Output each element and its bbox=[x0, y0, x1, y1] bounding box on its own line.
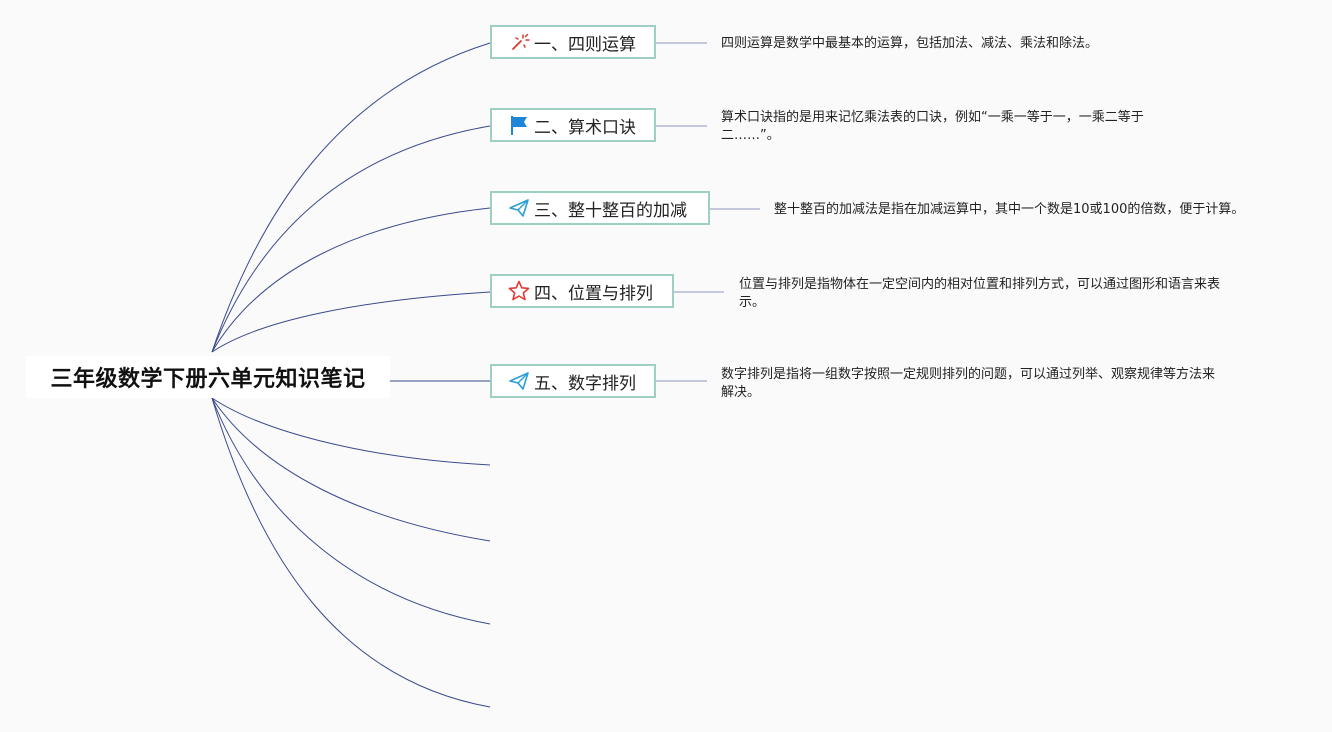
topic-5-note: 数字排列是指将一组数字按照一定规则排列的问题，可以通过列举、观察规律等方法来解决… bbox=[721, 367, 1216, 400]
topic-1-label: 一、四则运算 bbox=[534, 34, 636, 55]
topic-1-note: 四则运算是数学中最基本的运算，包括加法、减法、乘法和除法。 bbox=[721, 36, 1099, 51]
topic-2-label: 二、算术口诀 bbox=[534, 117, 636, 138]
branch-line-1 bbox=[211, 42, 491, 353]
topic-3[interactable]: 三、整十整百的加减 bbox=[490, 191, 710, 225]
topic-3-label: 三、整十整百的加减 bbox=[534, 200, 687, 221]
topic-1[interactable]: 一、四则运算 bbox=[490, 25, 656, 59]
topic-5-label: 五、数字排列 bbox=[534, 373, 636, 394]
branch-line-3 bbox=[211, 207, 491, 353]
paper-plane-icon bbox=[508, 197, 530, 219]
central-topic[interactable]: 三年级数学下册六单元知识笔记 bbox=[26, 356, 390, 398]
branch-line-6 bbox=[211, 397, 491, 466]
paper-plane-icon bbox=[508, 370, 530, 392]
topic-4-label: 四、位置与排列 bbox=[534, 283, 653, 304]
star-icon bbox=[508, 280, 530, 302]
flag-icon bbox=[508, 114, 530, 136]
topic-3-note: 整十整百的加减法是指在加减运算中，其中一个数是10或100的倍数，便于计算。 bbox=[774, 202, 1245, 217]
branch-line-2 bbox=[211, 125, 491, 353]
branch-line-9 bbox=[211, 397, 491, 708]
topic-5[interactable]: 五、数字排列 bbox=[490, 364, 656, 398]
branch-line-8 bbox=[211, 397, 491, 625]
topic-4-note: 位置与排列是指物体在一定空间内的相对位置和排列方式，可以通过图形和语言来表示。 bbox=[739, 277, 1221, 310]
topic-4[interactable]: 四、位置与排列 bbox=[490, 274, 674, 308]
topic-2[interactable]: 二、算术口诀 bbox=[490, 108, 656, 142]
topic-2-note: 算术口诀指的是用来记忆乘法表的口诀，例如“一乘一等于一，一乘二等于二……”。 bbox=[721, 110, 1144, 143]
branch-line-4 bbox=[211, 291, 491, 353]
branch-line-7 bbox=[211, 397, 491, 542]
magic-wand-icon bbox=[508, 31, 530, 53]
central-topic-title: 三年级数学下册六单元知识笔记 bbox=[50, 367, 366, 392]
